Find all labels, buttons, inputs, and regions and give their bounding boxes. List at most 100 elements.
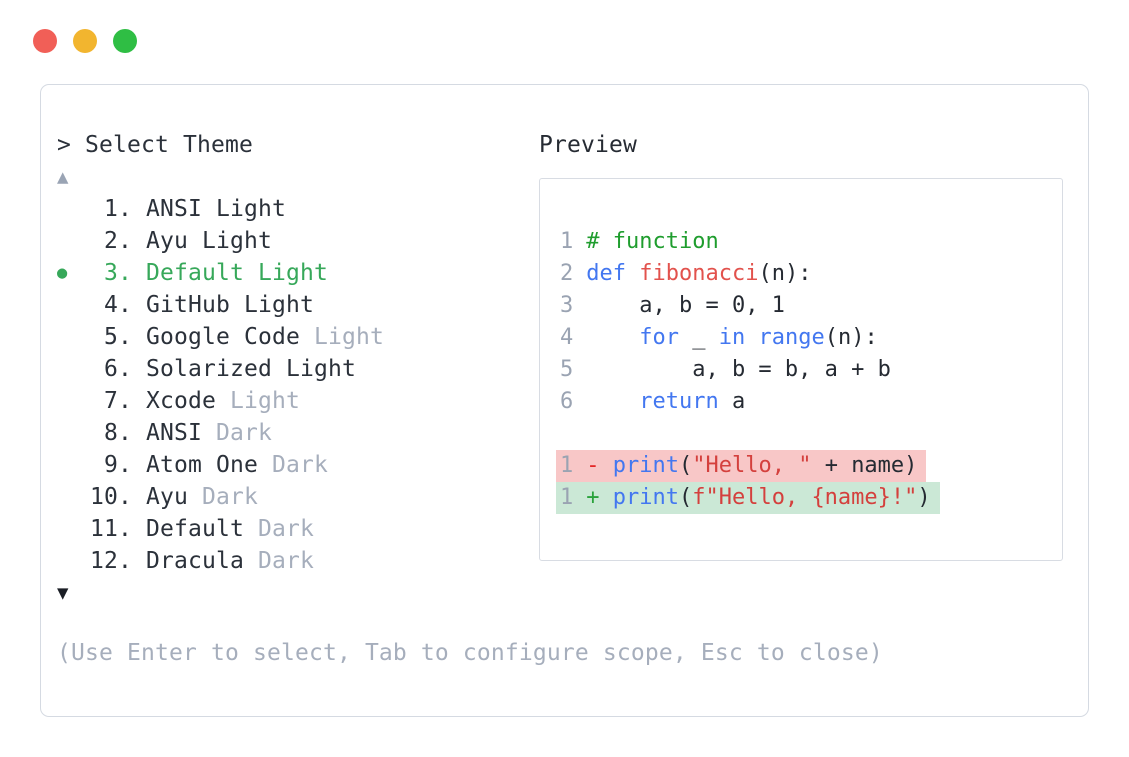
code-token-plain: a, b = b, a + b — [586, 357, 891, 382]
marker-spacer — [57, 353, 90, 385]
code-token-diff-plus: + — [586, 485, 613, 510]
theme-item-number: 6. — [104, 356, 132, 382]
diff-line-removed: 1- print("Hello, " + name) — [556, 450, 1062, 482]
theme-item-label: Dark — [202, 420, 272, 446]
close-button[interactable] — [33, 29, 57, 53]
code-token-keyword: print — [612, 485, 679, 510]
theme-picker-prompt[interactable]: > Select Theme — [57, 132, 253, 158]
marker-spacer — [57, 545, 90, 577]
theme-item-number: 1. — [104, 196, 132, 222]
theme-item-label: Google Code — [146, 324, 300, 350]
theme-item-label: Solarized Light — [146, 356, 356, 382]
code-line-content: 6 return a — [560, 386, 745, 418]
theme-item-label: Default Light — [146, 260, 328, 286]
code-token-plain: ( — [678, 453, 693, 478]
code-token-plain — [626, 261, 639, 286]
zoom-button[interactable] — [113, 29, 137, 53]
code-line-content: 4 for _ in range(n): — [560, 322, 878, 354]
theme-item-ayu-dark[interactable]: 10. Ayu Dark — [57, 481, 384, 513]
line-number: 1 — [560, 485, 574, 510]
theme-item-label: Dracula — [146, 548, 244, 574]
theme-item-label: Dark — [188, 484, 258, 510]
theme-item-google-code-light[interactable]: 5. Google Code Light — [57, 321, 384, 353]
code-token-plain — [586, 389, 639, 414]
theme-item-label: Ayu Light — [146, 228, 272, 254]
code-token-string: "Hello, " — [692, 453, 812, 478]
code-token-function: fibonacci — [639, 261, 759, 286]
theme-picker-dialog: > Select Theme ▲ 1.ANSI Light 2.Ayu Ligh… — [40, 84, 1089, 717]
marker-spacer — [57, 289, 90, 321]
code-line: 1 # function — [560, 226, 1062, 258]
theme-item-label: Dark — [243, 516, 314, 542]
minimize-button[interactable] — [73, 29, 97, 53]
code-token-plain: ( — [678, 485, 693, 510]
line-number: 3 — [560, 293, 574, 318]
marker-spacer — [57, 481, 90, 513]
theme-item-ansi-dark[interactable]: 8. ANSI Dark — [57, 417, 384, 449]
code-token-string: f"Hello, {name}!" — [692, 485, 918, 510]
theme-item-solarized-light[interactable]: 6. Solarized Light — [57, 353, 384, 385]
code-token-plain: ) — [917, 485, 931, 510]
code-token-plain: a — [718, 389, 746, 414]
code-token-keyword: for — [639, 325, 679, 350]
code-token-plain: _ — [678, 325, 719, 350]
selected-indicator-dot: ● — [57, 263, 68, 283]
theme-item-number: 11. — [90, 516, 132, 542]
theme-item-xcode-light[interactable]: 7.Xcode Light — [57, 385, 384, 417]
diff-line-added: 1 + print(f"Hello, {name}!") — [556, 482, 1062, 514]
theme-item-number: 9. — [104, 452, 132, 478]
line-number: 1 — [560, 229, 574, 254]
line-number: 6 — [560, 389, 574, 414]
theme-item-label: GitHub Light — [146, 292, 314, 318]
code-token-plain — [586, 325, 639, 350]
scroll-down-icon[interactable]: ▼ — [57, 582, 69, 604]
theme-item-number: 10. — [90, 484, 132, 510]
theme-item-number: 12. — [90, 548, 132, 574]
code-token-plain: (n): — [824, 325, 878, 350]
code-blank-line — [560, 418, 1062, 450]
code-line: 6 return a — [560, 386, 1062, 418]
theme-item-label: ANSI — [146, 420, 202, 446]
scroll-up-icon[interactable]: ▲ — [57, 166, 69, 188]
theme-item-dracula-dark[interactable]: 12. Dracula Dark — [57, 545, 384, 577]
marker-spacer — [57, 417, 90, 449]
code-line-content: 3 a, b = 0, 1 — [560, 290, 785, 322]
code-token-comment: # function — [586, 229, 719, 254]
theme-item-label: Ayu — [146, 484, 188, 510]
code-token-plain: a, b = 0, 1 — [586, 293, 785, 318]
marker-spacer — [57, 385, 90, 417]
theme-item-number: 5. — [104, 324, 132, 350]
line-number: 5 — [560, 357, 574, 382]
theme-item-atom-one-dark[interactable]: 9.Atom One Dark — [57, 449, 384, 481]
code-token-plain: (n): — [758, 261, 812, 286]
theme-item-number: 4. — [104, 292, 132, 318]
theme-item-number: 2. — [104, 228, 132, 254]
code-token-keyword: def — [586, 261, 626, 286]
theme-item-default-light[interactable]: ● 3. Default Light — [57, 257, 384, 289]
preview-title: Preview — [539, 132, 637, 158]
theme-item-label: Default — [146, 516, 244, 542]
code-token-keyword: in — [718, 325, 746, 350]
theme-item-label: Light — [216, 388, 300, 414]
theme-item-number: 8. — [104, 420, 132, 446]
theme-item-ayu-light[interactable]: 2. Ayu Light — [57, 225, 384, 257]
theme-item-ansi-light[interactable]: 1.ANSI Light — [57, 193, 384, 225]
theme-item-label: Light — [299, 324, 384, 350]
marker-spacer — [57, 321, 90, 353]
code-line: 5 a, b = b, a + b — [560, 354, 1062, 386]
theme-item-number: 7. — [104, 388, 132, 414]
code-line-content: 1- print("Hello, " + name) — [556, 450, 927, 482]
theme-list: 1.ANSI Light 2.Ayu Light●3.Default Light… — [57, 193, 384, 577]
theme-item-github-light[interactable]: 4. GitHub Light — [57, 289, 384, 321]
theme-item-number: 3. — [104, 260, 132, 286]
window-controls — [33, 29, 137, 53]
marker-spacer — [57, 225, 90, 257]
theme-item-label: Dark — [243, 548, 314, 574]
marker-spacer — [57, 193, 90, 225]
theme-item-default-dark[interactable]: 11. Default Dark — [57, 513, 384, 545]
